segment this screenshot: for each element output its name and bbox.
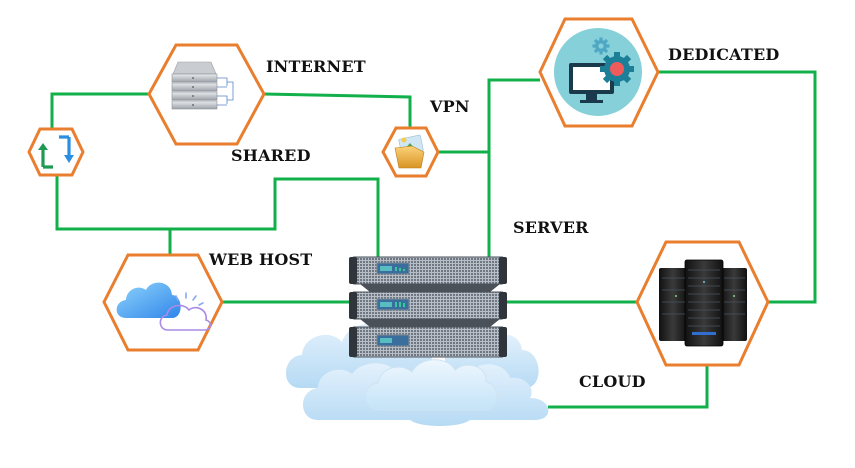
connector-internet-vpn: [263, 92, 412, 128]
connector-dedicated-cloud: [658, 70, 817, 304]
label-web-host: WEB HOST: [209, 250, 313, 269]
connector-sync-internet: [50, 92, 149, 128]
label-server: SERVER: [513, 218, 589, 237]
label-dedicated: DEDICATED: [668, 45, 780, 64]
internet-node[interactable]: [147, 43, 266, 146]
central-server-node[interactable]: [285, 256, 549, 426]
folder-icon: [394, 134, 425, 169]
server-stack-icon: [171, 61, 234, 110]
server-rack-top: [349, 256, 507, 292]
connector-cloud-serverbase: [548, 365, 709, 409]
web-host-node[interactable]: [102, 253, 224, 352]
monitor-gear-icon: [554, 28, 642, 116]
label-internet: INTERNET: [266, 57, 366, 76]
label-cloud: CLOUD: [579, 372, 646, 391]
connector-vpn-dedicated: [487, 78, 540, 152]
label-vpn: VPN: [430, 97, 470, 116]
sync-node[interactable]: [27, 127, 85, 177]
cloud-node[interactable]: [635, 240, 770, 367]
connector-shared-server: [170, 177, 380, 258]
server-racks-icon: [659, 259, 747, 347]
server-rack-bottom: [349, 326, 507, 358]
vpn-node[interactable]: [381, 126, 440, 178]
connector-vpn-server: [438, 150, 491, 258]
cloud-server-icon: [285, 256, 549, 426]
hexagon-border: [27, 127, 85, 177]
connector-sync-webhost: [55, 176, 172, 254]
label-shared: SHARED: [231, 146, 311, 165]
server-rack-middle: [349, 291, 507, 327]
connectors: [50, 70, 817, 409]
cloud-weather-icon: [116, 282, 212, 331]
sync-arrows-icon: [38, 135, 74, 169]
dedicated-node[interactable]: [538, 17, 660, 128]
